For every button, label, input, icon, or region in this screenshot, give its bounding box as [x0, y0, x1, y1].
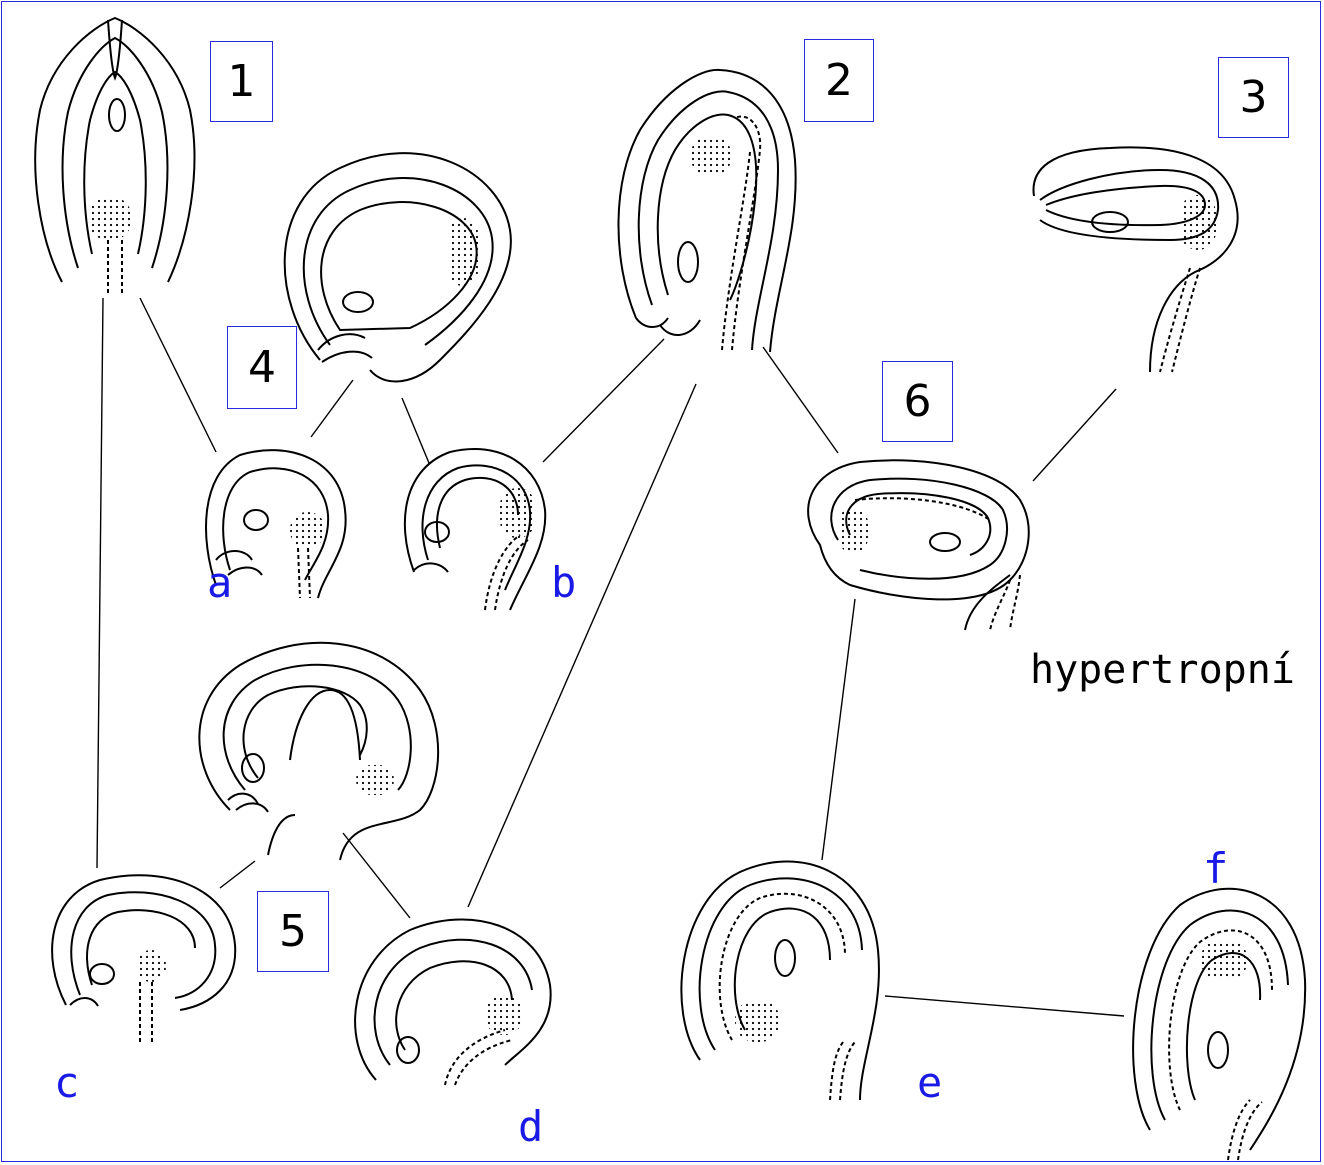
- box-label-5: 5: [257, 891, 329, 972]
- ovule-5: [199, 643, 438, 860]
- caption-hypertropni: hypertropní: [1030, 650, 1295, 690]
- box-label-2: 2: [804, 39, 874, 122]
- ovule-b: [405, 449, 545, 610]
- letter-a: a: [207, 562, 232, 604]
- ovule-1: [35, 18, 194, 295]
- letter-f: f: [1203, 848, 1228, 890]
- ovule-d: [355, 919, 551, 1085]
- ovule-c: [52, 875, 235, 1042]
- box-label-6: 6: [882, 361, 953, 442]
- letter-d: d: [518, 1106, 543, 1148]
- box-label-3: 3: [1218, 57, 1289, 138]
- box-label-4: 4: [227, 326, 297, 409]
- ovule-2: [618, 70, 795, 352]
- box-label-1: 1: [210, 41, 273, 122]
- ovule-6: [808, 460, 1029, 630]
- ovule-f: [1133, 889, 1305, 1160]
- ovule-e: [681, 862, 879, 1100]
- letter-b: b: [551, 562, 576, 604]
- letter-e: e: [917, 1062, 942, 1104]
- ovule-3: [1034, 147, 1238, 372]
- ovule-4: [285, 153, 511, 381]
- letter-c: c: [54, 1062, 79, 1104]
